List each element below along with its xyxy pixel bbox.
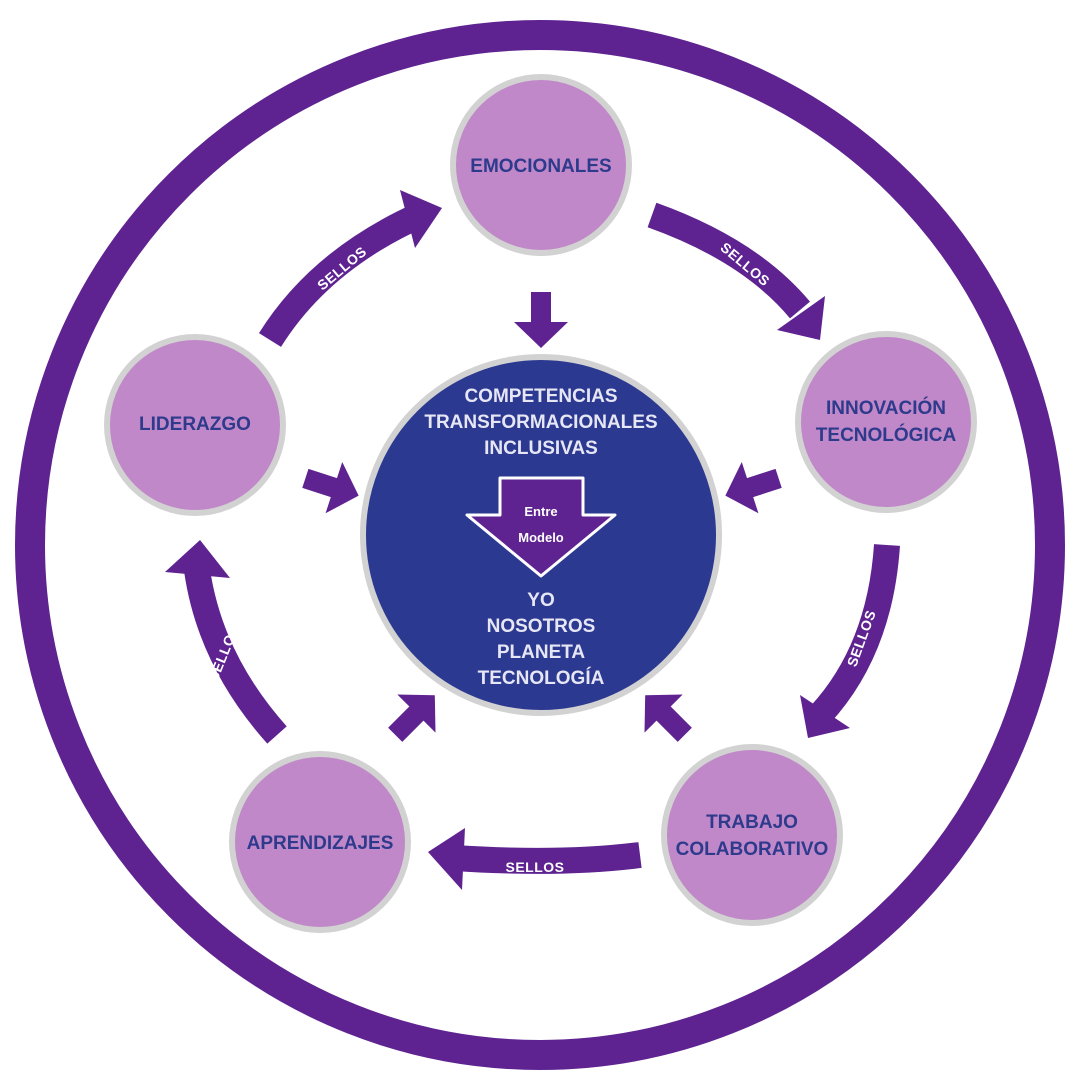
node-emocionales: EMOCIONALES	[450, 74, 632, 256]
node-emocionales-label: EMOCIONALES	[470, 156, 611, 177]
center-bottom-line-4: TECNOLOGÍA	[478, 667, 605, 689]
node-trabajo-label-1: TRABAJO	[706, 812, 798, 833]
node-liderazgo: LIDERAZGO	[104, 334, 286, 516]
inward-arrows	[302, 292, 782, 742]
center-bottom-line-3: PLANETA	[497, 642, 586, 663]
inward-arrow-right	[725, 461, 782, 514]
inward-arrow-bottom-right	[644, 694, 692, 742]
sellos-arrow-liderazgo-emocionales: SELLOS	[258, 190, 442, 347]
center-title-line-1: COMPETENCIAS	[464, 386, 617, 407]
center-bottom-line-2: NOSOTROS	[487, 616, 596, 637]
entre-modelo-line-1: Entre	[524, 504, 557, 519]
node-aprendizajes-label: APRENDIZAJES	[247, 833, 394, 854]
inward-arrow-left	[302, 461, 359, 514]
entre-modelo-arrow	[465, 476, 617, 578]
center-bottom-line-1: YO	[527, 590, 554, 611]
center-title-line-3: INCLUSIVAS	[484, 438, 598, 459]
node-liderazgo-label: LIDERAZGO	[139, 414, 251, 435]
node-aprendizajes: APRENDIZAJES	[229, 751, 411, 933]
sellos-arrow-aprendizajes-liderazgo: SELLOS	[165, 540, 287, 744]
inward-arrow-bottom-left	[388, 694, 436, 742]
outer-ring	[15, 20, 1065, 1070]
sellos-label-4: SELLOS	[505, 859, 564, 875]
inward-arrow-top	[514, 292, 568, 348]
sellos-arrow-trabajo-aprendizajes: SELLOS	[428, 828, 642, 890]
node-trabajo: TRABAJO COLABORATIVO	[661, 744, 843, 926]
center-circle: COMPETENCIAS TRANSFORMACIONALES INCLUSIV…	[360, 354, 722, 716]
node-innovacion: INNOVACIÓN TECNOLÓGICA	[795, 331, 977, 513]
node-innovacion-label-2: TECNOLÓGICA	[816, 424, 957, 446]
sellos-arrow-innovacion-trabajo: SELLOS	[800, 544, 900, 738]
entre-modelo-line-2: Modelo	[518, 530, 564, 545]
sellos-arrow-emocionales-innovacion: SELLOS	[647, 202, 825, 340]
center-title-line-2: TRANSFORMACIONALES	[424, 412, 657, 433]
node-innovacion-label-1: INNOVACIÓN	[826, 397, 946, 419]
node-trabajo-label-2: COLABORATIVO	[676, 839, 829, 860]
